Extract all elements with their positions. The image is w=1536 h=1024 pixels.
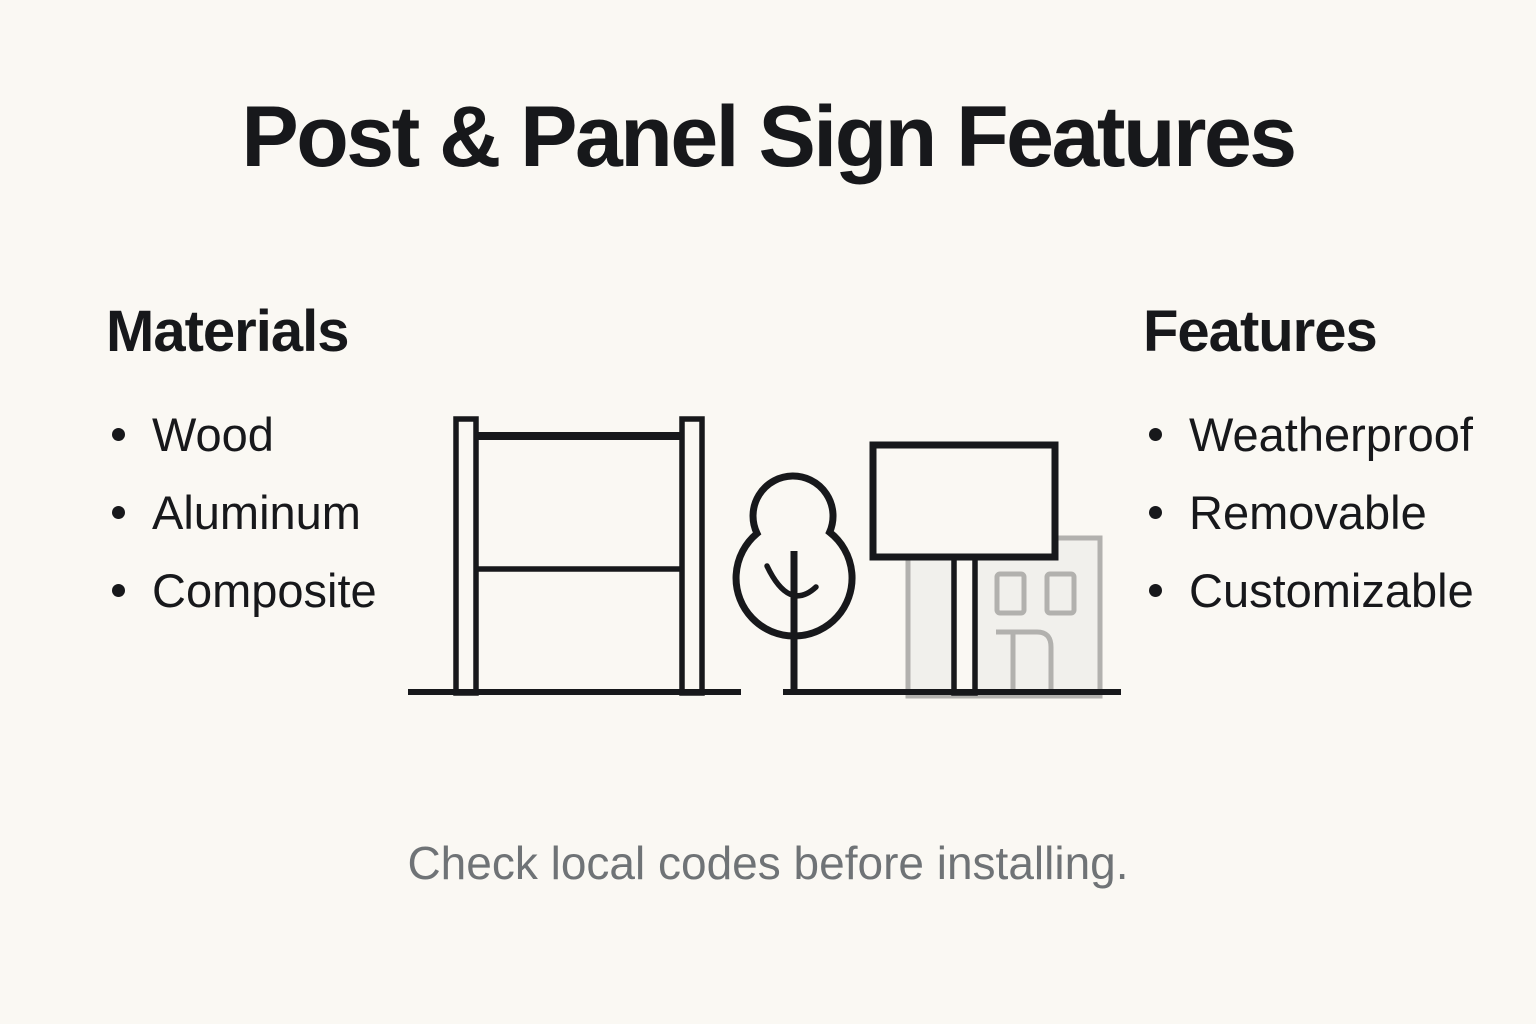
single-post-sign-icon — [869, 441, 1059, 696]
features-heading: Features — [1143, 299, 1378, 364]
materials-heading: Materials — [106, 299, 349, 364]
list-item-label: Wood — [152, 407, 274, 461]
list-item: Weatherproof — [1143, 395, 1536, 473]
bullet-dot — [1149, 505, 1162, 519]
list-item-label: Customizable — [1189, 563, 1474, 617]
features-section: Features Weatherproof Removable Customiz… — [1143, 298, 1536, 629]
sign-post-right — [679, 416, 705, 696]
list-item-label: Removable — [1189, 485, 1427, 539]
footer-note: Check local codes before installing. — [407, 837, 1129, 889]
bullet-dot — [112, 505, 125, 519]
bullet-dot — [112, 583, 125, 597]
building-window-icon — [1044, 571, 1077, 616]
building-door-icon — [996, 629, 1054, 691]
tree-branch — [764, 563, 819, 599]
list-item-label: Composite — [152, 563, 377, 617]
bullet-dot — [1149, 583, 1162, 597]
list-item: Aluminum — [106, 473, 526, 551]
page-title: Post & Panel Sign Features — [241, 89, 1297, 185]
features-list: Weatherproof Removable Customizable — [1143, 395, 1536, 629]
tree-icon — [732, 472, 856, 694]
building-icon — [905, 535, 1103, 699]
materials-section: Materials Wood Aluminum Composite — [106, 298, 526, 629]
tree-canopy — [732, 472, 856, 640]
list-item: Composite — [106, 551, 526, 629]
list-item: Customizable — [1143, 551, 1536, 629]
materials-list: Wood Aluminum Composite — [106, 395, 526, 629]
bullet-dot — [1149, 427, 1162, 441]
list-item: Wood — [106, 395, 526, 473]
building-window-icon — [994, 571, 1027, 616]
list-item: Removable — [1143, 473, 1536, 551]
list-item-label: Aluminum — [152, 485, 361, 539]
bullet-dot — [112, 427, 125, 441]
list-item-label: Weatherproof — [1189, 407, 1473, 461]
